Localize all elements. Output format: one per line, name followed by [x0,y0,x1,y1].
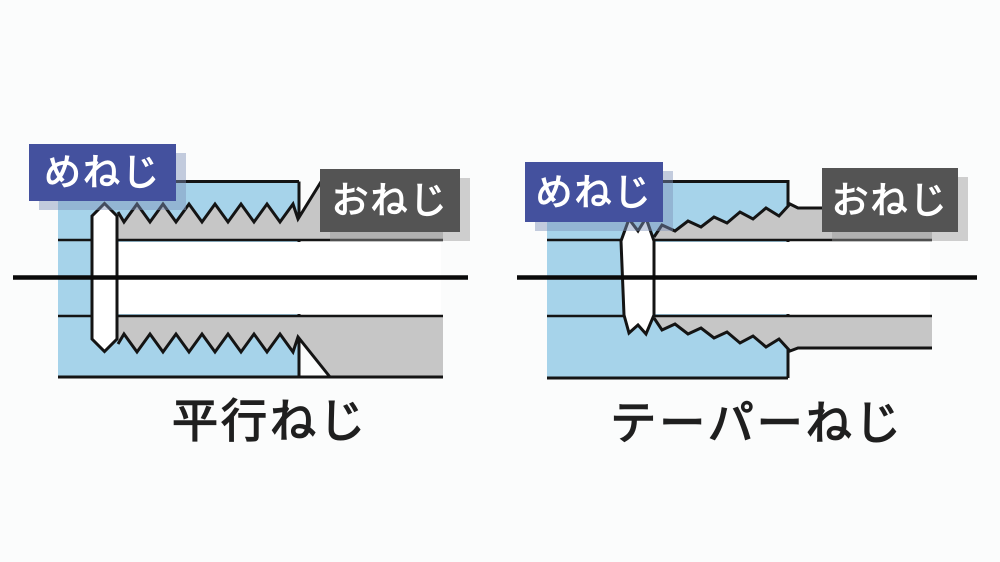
male-thread-label-right: おねじ [822,168,958,232]
male-pipe-bottom-wall-left [118,316,443,377]
female-thread-label-left: めねじ [29,144,176,201]
bore-lines-left [58,238,443,318]
thread-outline-left [58,175,443,379]
male-pipe-bottom-wall-right [654,316,932,351]
male-thread-label-left: おねじ [320,169,460,232]
thread-outline-right [652,202,932,353]
bore-lines-right [547,238,932,318]
taper-thread-caption: テーパーねじ [610,397,904,449]
female-thread-label-right: めねじ [525,162,663,222]
parallel-thread-caption: 平行ねじ [172,395,368,447]
